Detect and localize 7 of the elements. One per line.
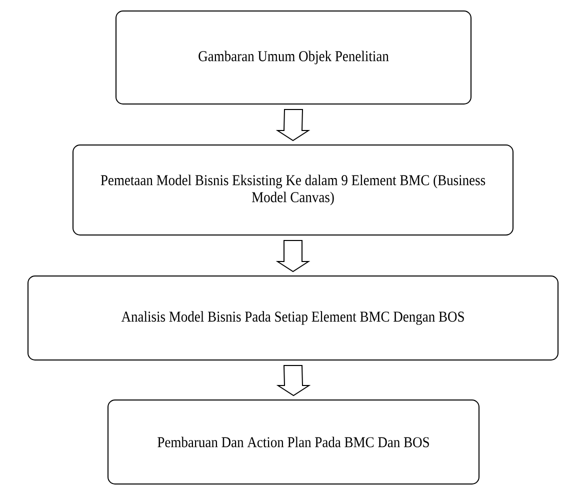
block-arrow	[276, 365, 311, 396]
process-box: Pemetaan Model Bisnis Eksisting Ke dalam 9 Element BMC (Business Model Canvas)	[72, 144, 514, 236]
block-arrow	[276, 109, 310, 142]
process-box: Pembaruan Dan Action Plan Pada BMC Dan BOS	[108, 400, 480, 484]
block-arrow	[276, 240, 310, 272]
process-box: Gambaran Umum Objek Penelitian	[116, 10, 472, 104]
process-box: Analisis Model Bisnis Pada Setiap Element BMC Dengan BOS	[28, 276, 558, 360]
